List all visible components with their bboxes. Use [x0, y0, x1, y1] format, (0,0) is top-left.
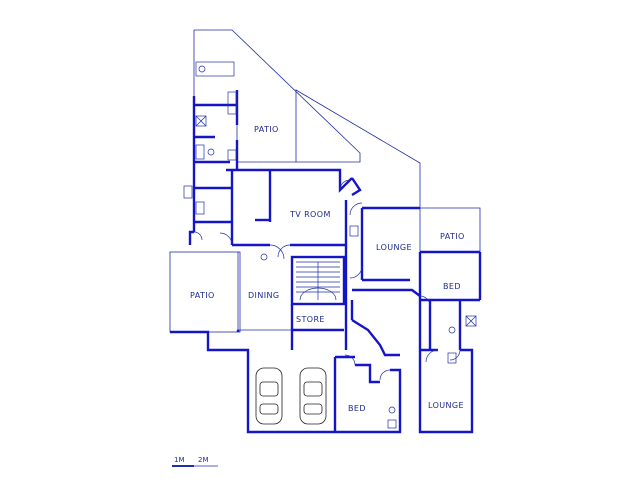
label-patio-top: PATIO [254, 125, 279, 134]
walls [170, 90, 482, 434]
label-patio-left: PATIO [190, 291, 215, 300]
car-left [255, 367, 283, 425]
scale-label-1m: 1M [174, 456, 185, 464]
room-labels: PATIO TV ROOM LOUNGE PATIO BED PATIO DIN… [190, 125, 465, 413]
label-lounge-center: LOUNGE [376, 243, 412, 252]
label-bed-bottom: BED [348, 404, 366, 413]
label-patio-right: PATIO [440, 232, 465, 241]
scale-bar: 1M 2M [172, 456, 218, 467]
label-tv-room: TV ROOM [289, 210, 331, 219]
label-store: STORE [296, 315, 325, 324]
doors [193, 179, 461, 381]
label-bed-right: BED [443, 282, 461, 291]
label-lounge-bottom: LOUNGE [428, 401, 464, 410]
garage-cars [255, 367, 327, 425]
label-dining: DINING [248, 291, 279, 300]
scale-label-2m: 2M [198, 456, 209, 464]
car-right [299, 367, 327, 425]
fixtures [183, 61, 477, 429]
staircase [296, 261, 340, 301]
